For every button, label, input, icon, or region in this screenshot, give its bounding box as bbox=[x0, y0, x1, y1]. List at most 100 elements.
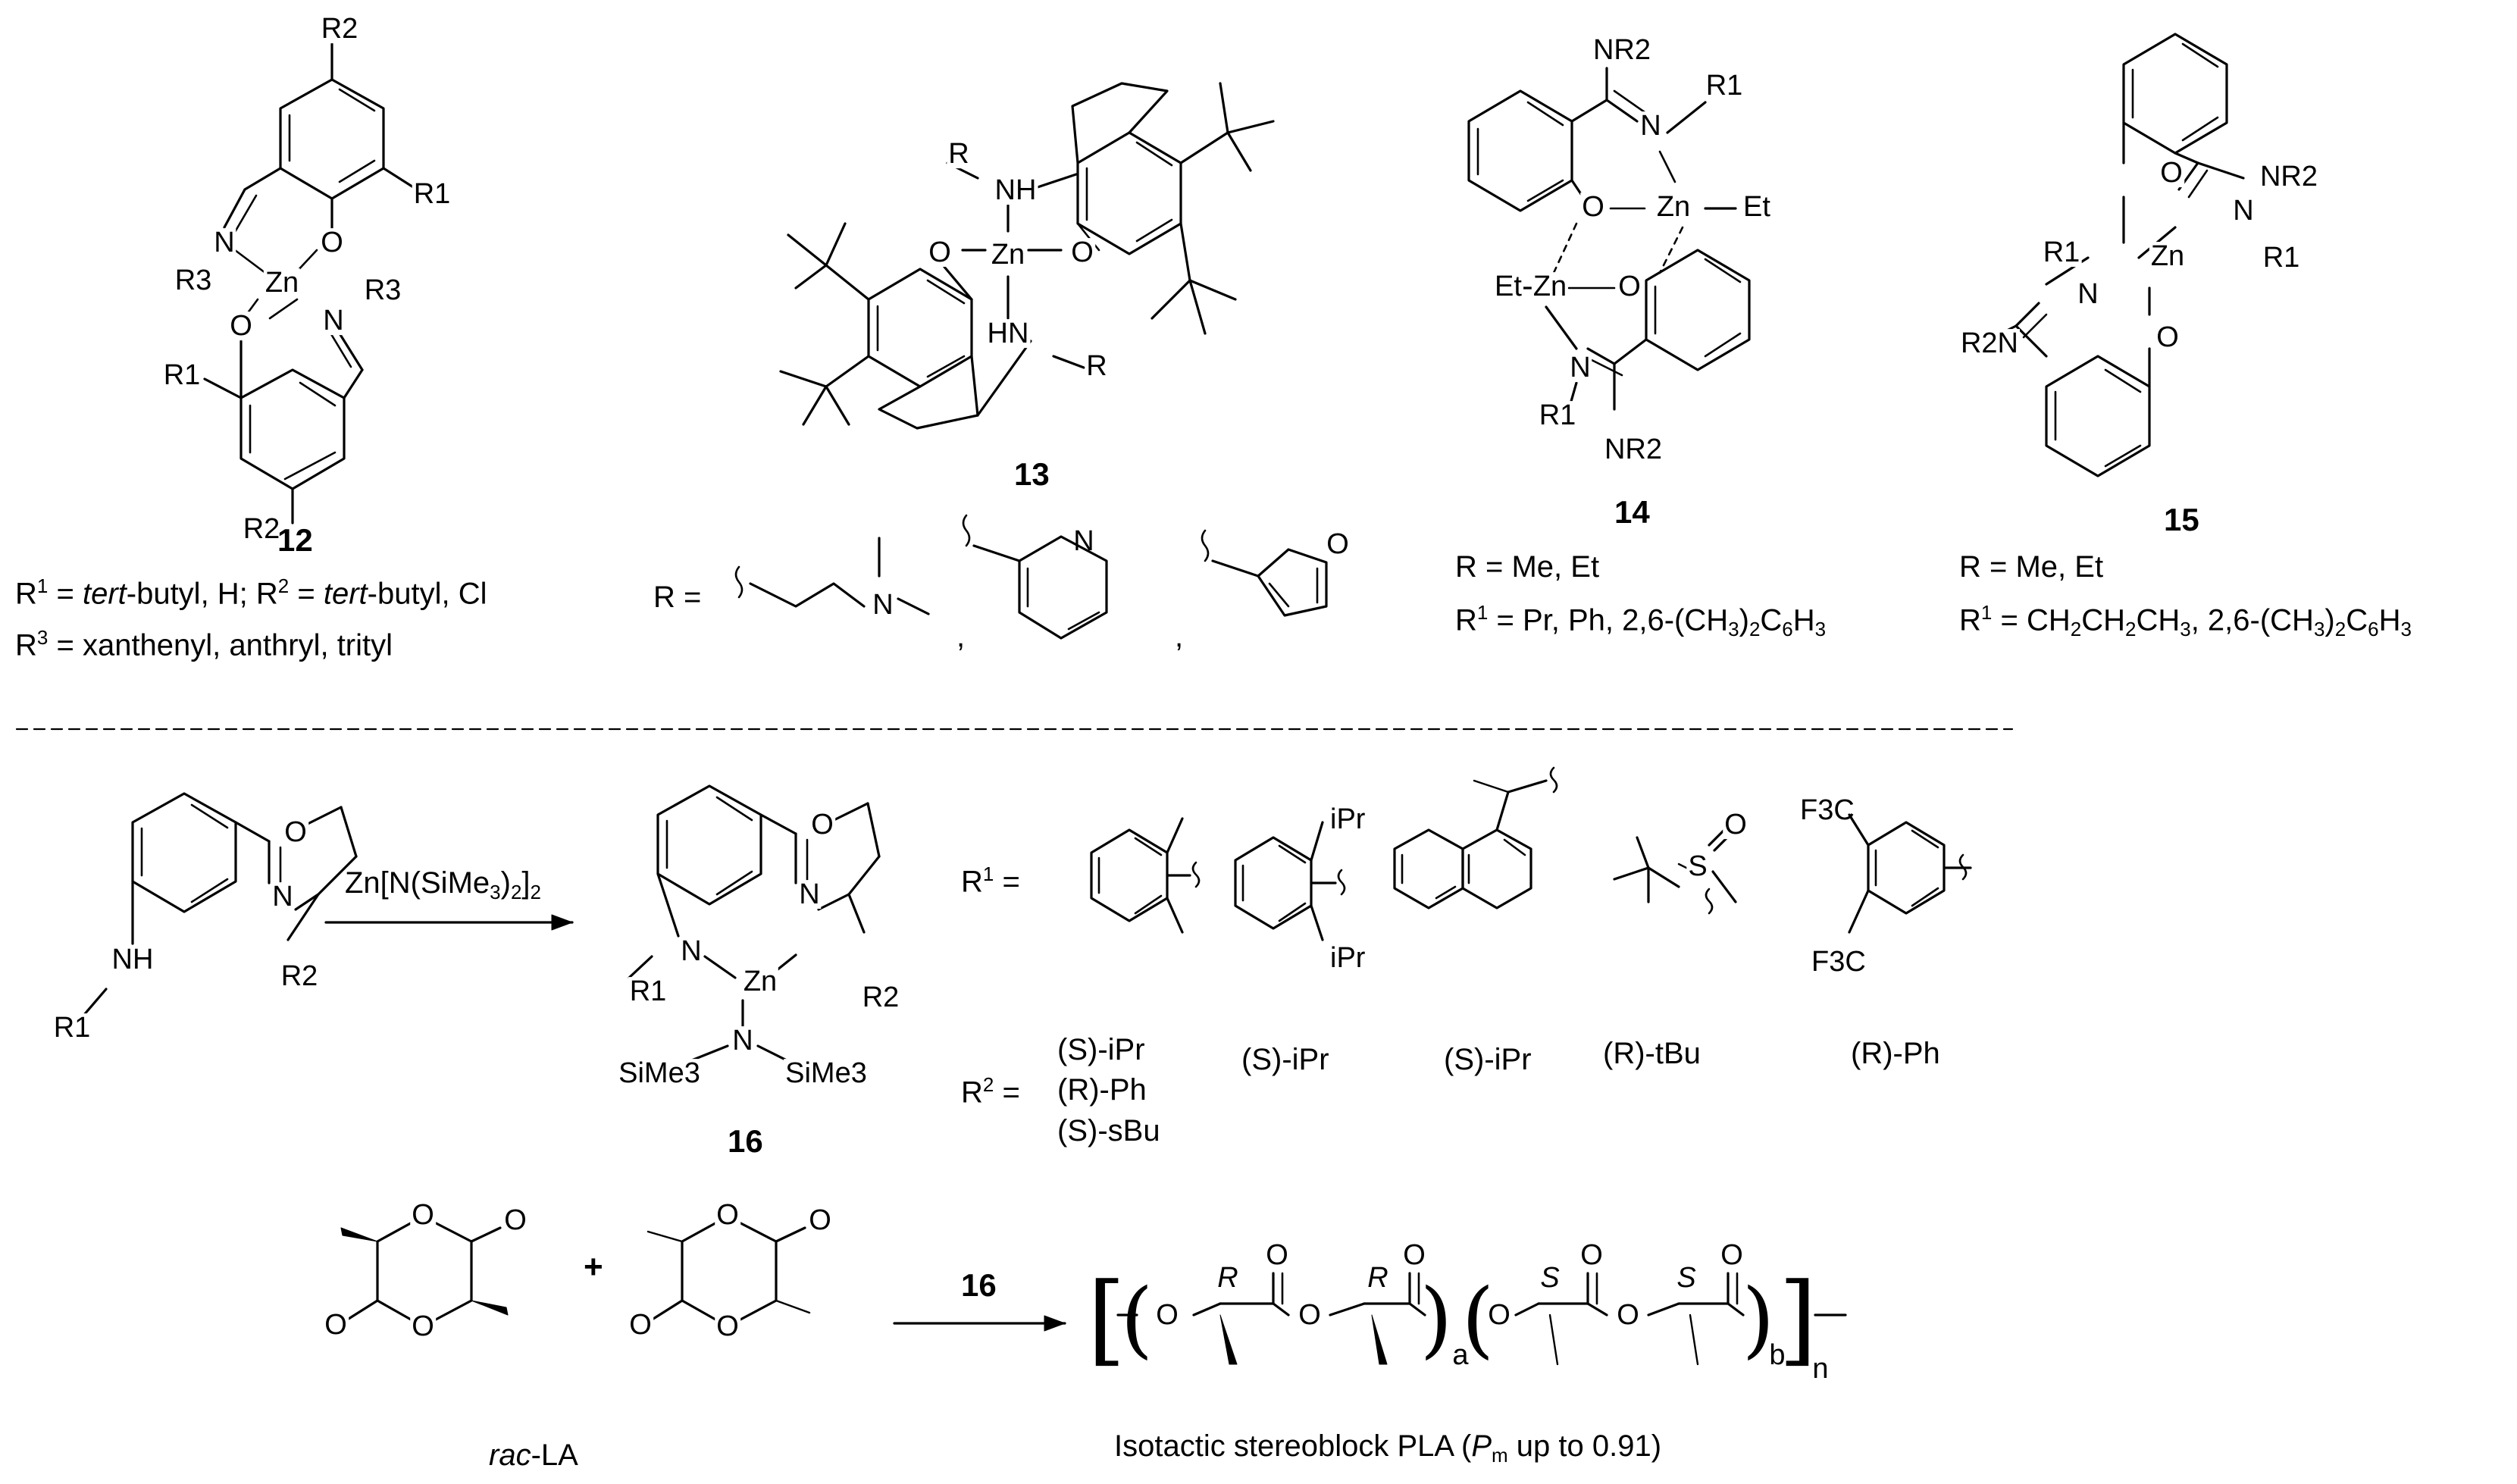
rxn1-prod-r2: R2 bbox=[860, 982, 901, 1014]
cmpd14-n-top: N bbox=[1639, 110, 1663, 142]
compound-15-number: 15 bbox=[2164, 502, 2199, 537]
rxn1-prod-n-ox: N bbox=[797, 878, 822, 911]
rxn1-sm-nh: NH bbox=[110, 944, 155, 976]
rxn1-subst-cf3-top: F3C bbox=[1800, 794, 1855, 826]
cmpd15-definition-line1: R = Me, Et bbox=[1959, 550, 2104, 584]
cmpd15-definition-line2: R1 = CH2CH2CH3, 2,6-(CH3)2C6H3 bbox=[1959, 601, 2412, 641]
plus-sign: + bbox=[584, 1248, 603, 1285]
reaction-2-bonds bbox=[340, 1215, 1847, 1366]
cmpd15-r2n-left: R2N bbox=[1958, 327, 2021, 360]
rxn1-subst-ipr-top: iPr bbox=[1330, 803, 1366, 835]
rxn1-r2-col2: (S)-iPr bbox=[1241, 1043, 1329, 1076]
cmpd12-r2-top: R2 bbox=[319, 13, 360, 45]
cmpd15-nr2-right: NR2 bbox=[2258, 161, 2320, 193]
cmpd14-zn-bot: Zn bbox=[1531, 271, 1569, 303]
cmpd12-r3-right: R3 bbox=[362, 274, 403, 307]
polymer-s1: S bbox=[1539, 1262, 1561, 1295]
cmpd15-n-right: N bbox=[2231, 195, 2256, 227]
cmpd13-zn: Zn bbox=[989, 239, 1027, 271]
cmpd12-n-top: N bbox=[212, 227, 236, 259]
polymer-subscript-b: b bbox=[1767, 1339, 1787, 1372]
cmpd13-r-nme2-n: N bbox=[872, 589, 894, 621]
rxn1-prod-zn: Zn bbox=[741, 966, 779, 998]
rxn1-r2-col1-row3: (S)-sBu bbox=[1057, 1114, 1160, 1147]
cmpd12-r1-bot: R1 bbox=[161, 359, 202, 392]
cmpd14-r1-bot: R1 bbox=[1537, 399, 1578, 432]
la2-carbonyl-o2: O bbox=[628, 1309, 653, 1342]
compound-13-number: 13 bbox=[1014, 456, 1050, 492]
la2-o-top: O bbox=[715, 1199, 740, 1232]
cmpd13-comma-1: , bbox=[956, 620, 966, 653]
la1-o-bot: O bbox=[410, 1310, 436, 1343]
rxn1-prod-n-amide: N bbox=[731, 1025, 755, 1057]
cmpd15-n-left: N bbox=[2076, 278, 2100, 311]
cmpd15-r1-left: R1 bbox=[2041, 236, 2082, 269]
compound-13-bonds bbox=[734, 82, 1328, 640]
compound-14-bonds bbox=[1467, 67, 1751, 411]
rxn1-sm-n: N bbox=[271, 881, 295, 913]
polymer-r2: R bbox=[1366, 1262, 1390, 1295]
rac-la-label: rac-LA bbox=[489, 1439, 578, 1472]
rxn1-subst-cf3-bot: F3C bbox=[1811, 946, 1866, 978]
la1-carbonyl-o1: O bbox=[502, 1204, 528, 1237]
rxn1-r2-col4: (R)-tBu bbox=[1603, 1037, 1701, 1070]
cmpd13-o-left: O bbox=[927, 236, 953, 269]
rxn1-prod-o: O bbox=[809, 809, 835, 841]
cmpd13-r-top: R bbox=[947, 138, 971, 171]
cmpd12-o-top: O bbox=[319, 227, 345, 259]
polymer-o2: O bbox=[1297, 1299, 1323, 1332]
compound-16-number: 16 bbox=[728, 1123, 763, 1159]
polymer-o4: O bbox=[1486, 1299, 1512, 1332]
polymer-bracket-open: [ bbox=[1087, 1261, 1126, 1376]
cmpd12-n-bot: N bbox=[321, 305, 346, 337]
cmpd15-o-bot: O bbox=[2155, 321, 2180, 354]
cmpd12-r1-top: R1 bbox=[412, 178, 452, 211]
rxn1-prod-n-am: N bbox=[679, 935, 703, 968]
polymer-ester-o3: O bbox=[1579, 1239, 1604, 1272]
catalyst-16-label: 16 bbox=[961, 1267, 997, 1303]
cmpd14-et-top: Et bbox=[1742, 191, 1772, 224]
reaction-1-bonds bbox=[82, 766, 1972, 1063]
rxn1-prod-sime3-left: SiMe3 bbox=[617, 1057, 702, 1090]
cmpd13-r-label: R = bbox=[653, 581, 702, 614]
cmpd15-o-top: O bbox=[2159, 157, 2184, 189]
rxn1-r2-col5: (R)-Ph bbox=[1851, 1037, 1940, 1070]
rxn1-r1-equals: R1 = bbox=[961, 863, 1020, 899]
rxn1-r2-col3: (S)-iPr bbox=[1444, 1043, 1532, 1076]
compound-12-number: 12 bbox=[277, 522, 313, 558]
rxn1-sm-o: O bbox=[283, 816, 308, 849]
polymer-o1: O bbox=[1154, 1299, 1180, 1332]
cmpd12-r3-left: R3 bbox=[173, 265, 214, 297]
cmpd15-r1-right: R1 bbox=[2261, 242, 2302, 274]
cmpd14-definition-line1: R = Me, Et bbox=[1455, 550, 1600, 584]
la2-o-bot: O bbox=[715, 1310, 740, 1343]
cmpd14-nr2-top: NR2 bbox=[1591, 34, 1653, 67]
polymer-bracket-close: ] bbox=[1778, 1261, 1817, 1376]
cmpd14-nr2-bot: NR2 bbox=[1602, 434, 1664, 466]
cmpd14-et-bot: Et bbox=[1493, 271, 1523, 303]
rxn1-reagent: Zn[N(SiMe3)2]2 bbox=[345, 866, 541, 903]
polymer-s2: S bbox=[1675, 1262, 1698, 1295]
rxn1-subst-s: S bbox=[1686, 850, 1709, 883]
la1-carbonyl-o2: O bbox=[323, 1309, 349, 1342]
polymer-paren-close-a: ) bbox=[1420, 1270, 1453, 1367]
cmpd14-o-top: O bbox=[1580, 191, 1606, 224]
cmpd12-r2-bot: R2 bbox=[241, 513, 282, 546]
rxn1-prod-r1: R1 bbox=[628, 975, 668, 1008]
rxn1-r2-col1-row2: (R)-Ph bbox=[1057, 1073, 1147, 1107]
cmpd13-r-pyridine-n: N bbox=[1073, 525, 1094, 558]
cmpd13-nh-top: NH bbox=[993, 174, 1038, 207]
rxn1-subst-o: O bbox=[1723, 809, 1748, 841]
compound-12-bonds bbox=[203, 42, 418, 524]
compound-15-bonds bbox=[1984, 33, 2245, 477]
polymer-o5: O bbox=[1615, 1299, 1641, 1332]
polymer-ester-o2: O bbox=[1401, 1239, 1427, 1272]
polymer-ester-o1: O bbox=[1264, 1239, 1290, 1272]
rxn1-sm-r2: R2 bbox=[279, 960, 320, 993]
polymer-ester-o4: O bbox=[1719, 1239, 1745, 1272]
la2-carbonyl-o1: O bbox=[807, 1204, 833, 1237]
cmpd13-comma-2: , bbox=[1175, 620, 1184, 653]
cmpd14-o-bot: O bbox=[1617, 271, 1642, 303]
